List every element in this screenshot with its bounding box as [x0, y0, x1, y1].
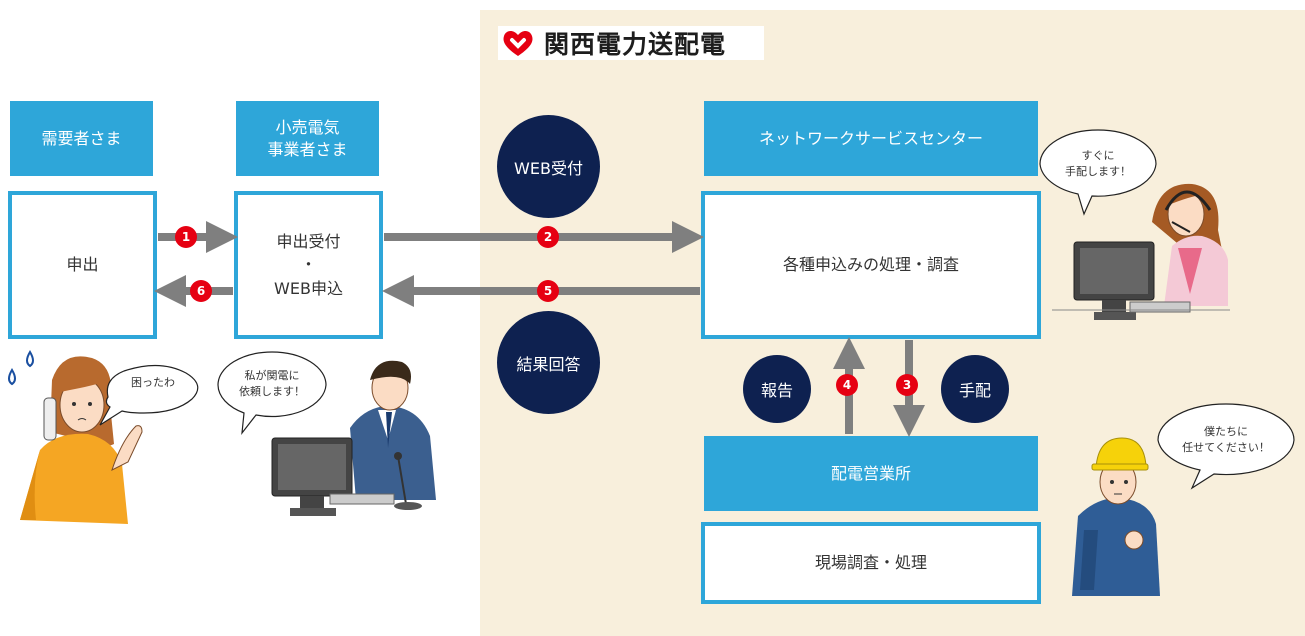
nsc-header: ネットワークサービスセンター [704, 101, 1038, 176]
logo-mark-icon [503, 30, 533, 56]
web-reception-circle: WEB受付 [497, 115, 600, 218]
customer-request-box: 申出 [8, 191, 157, 339]
retailer-man-illustration [271, 360, 436, 516]
retailer-header: 小売電気 事業者さま [236, 101, 379, 176]
step-4-badge: 4 [836, 374, 858, 396]
retailer-speech-bubble [217, 351, 327, 436]
nsc-process-box: 各種申込みの処理・調査 [701, 191, 1041, 339]
worker-illustration [1072, 437, 1160, 596]
step-1-badge: 1 [175, 226, 197, 248]
worker-bubble-text: 僕たちに 任せてください！ [1182, 424, 1270, 455]
customer-woman-illustration [8, 350, 143, 524]
retailer-request-box: 申出受付 ・ WEB申込 [234, 191, 383, 339]
report-circle: 報告 [743, 355, 811, 423]
customer-bubble-text: 困ったわ [131, 375, 175, 389]
step-3-badge: 3 [896, 374, 918, 396]
arrange-circle: 手配 [941, 355, 1009, 423]
retailer-bubble-text: 私が関電に 依頼します！ [239, 368, 305, 399]
customer-header: 需要者さま [10, 101, 153, 176]
site-process-box: 現場調査・処理 [701, 522, 1041, 604]
worker-speech-bubble [1157, 403, 1295, 490]
customer-speech-bubble [99, 364, 199, 426]
result-reply-circle: 結果回答 [497, 311, 600, 414]
operator-woman-illustration [1052, 183, 1230, 320]
step-6-badge: 6 [190, 280, 212, 302]
company-logo: 関西電力送配電 [498, 26, 764, 60]
operator-speech-bubble [1039, 129, 1157, 216]
brand-name: 関西電力送配電 [544, 30, 727, 59]
operator-bubble-text: すぐに 手配します！ [1065, 148, 1131, 179]
office-header: 配電営業所 [704, 436, 1038, 511]
step-5-badge: 5 [537, 280, 559, 302]
step-2-badge: 2 [537, 226, 559, 248]
